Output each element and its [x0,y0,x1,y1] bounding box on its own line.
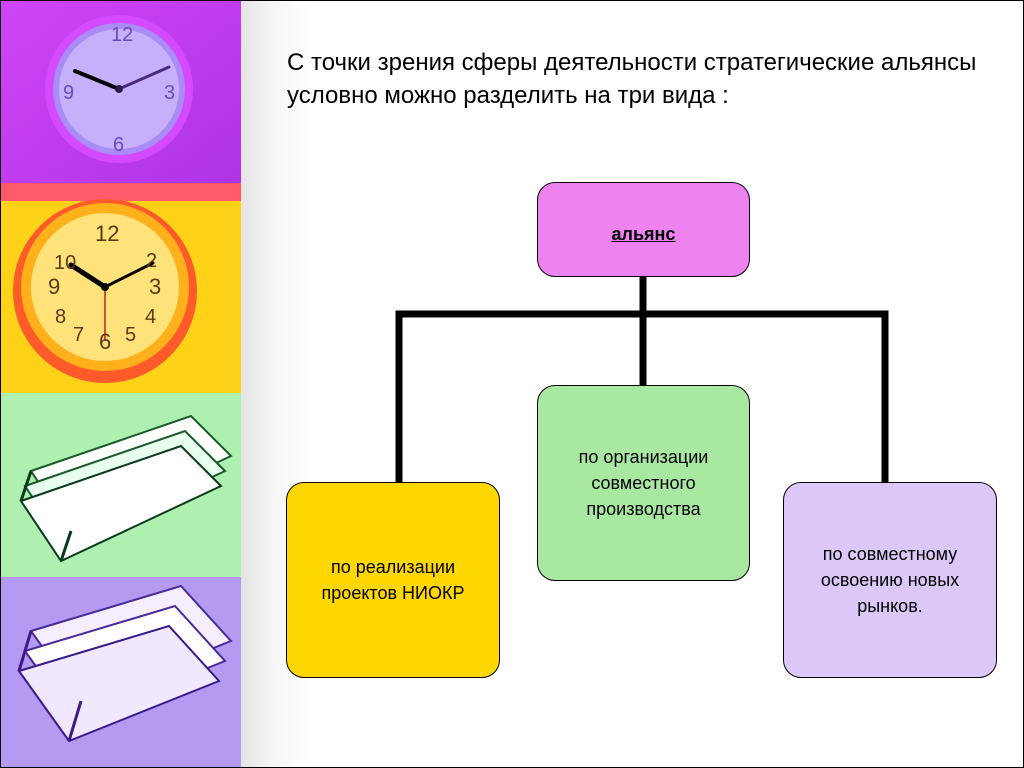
svg-text:10: 10 [54,252,76,274]
slide-title: С точки зрения сферы деятельности страте… [287,49,977,109]
svg-text:12: 12 [111,24,133,46]
lavender-papers-panel [1,577,241,767]
svg-text:6: 6 [99,329,111,354]
purple-clock-panel: 12 9 3 6 [1,1,241,197]
svg-text:8: 8 [55,306,66,328]
svg-text:3: 3 [149,274,161,299]
green-papers-panel [1,393,241,577]
svg-text:7: 7 [73,324,84,346]
svg-text:9: 9 [63,82,74,104]
diagram-node-production: по организации совместного производства [537,385,750,581]
svg-text:9: 9 [48,274,60,299]
svg-text:12: 12 [95,221,119,246]
orange-clock-panel: 12 9 3 6 10 2 8 4 7 5 [1,199,241,393]
svg-text:4: 4 [145,306,156,328]
node-production-label: по организации совместного производства [578,447,709,519]
diagram-node-niokr: по реализации проектов НИОКР [286,482,500,678]
svg-text:2: 2 [146,250,157,272]
svg-text:3: 3 [164,82,175,104]
root-node-label: альянс [611,224,676,244]
diagram-root-node: альянс [537,182,750,277]
node-markets-label: по совместному освоению новых рынков. [820,544,960,616]
diagram-node-markets: по совместному освоению новых рынков. [783,482,997,678]
decorative-image-strip: 12 9 3 6 12 9 3 6 10 2 8 4 7 5 [1,1,241,767]
connector-horizontal-bar [395,310,889,483]
svg-text:6: 6 [113,134,124,156]
node-niokr-label: по реализации проектов НИОКР [321,557,465,603]
svg-text:5: 5 [125,324,136,346]
